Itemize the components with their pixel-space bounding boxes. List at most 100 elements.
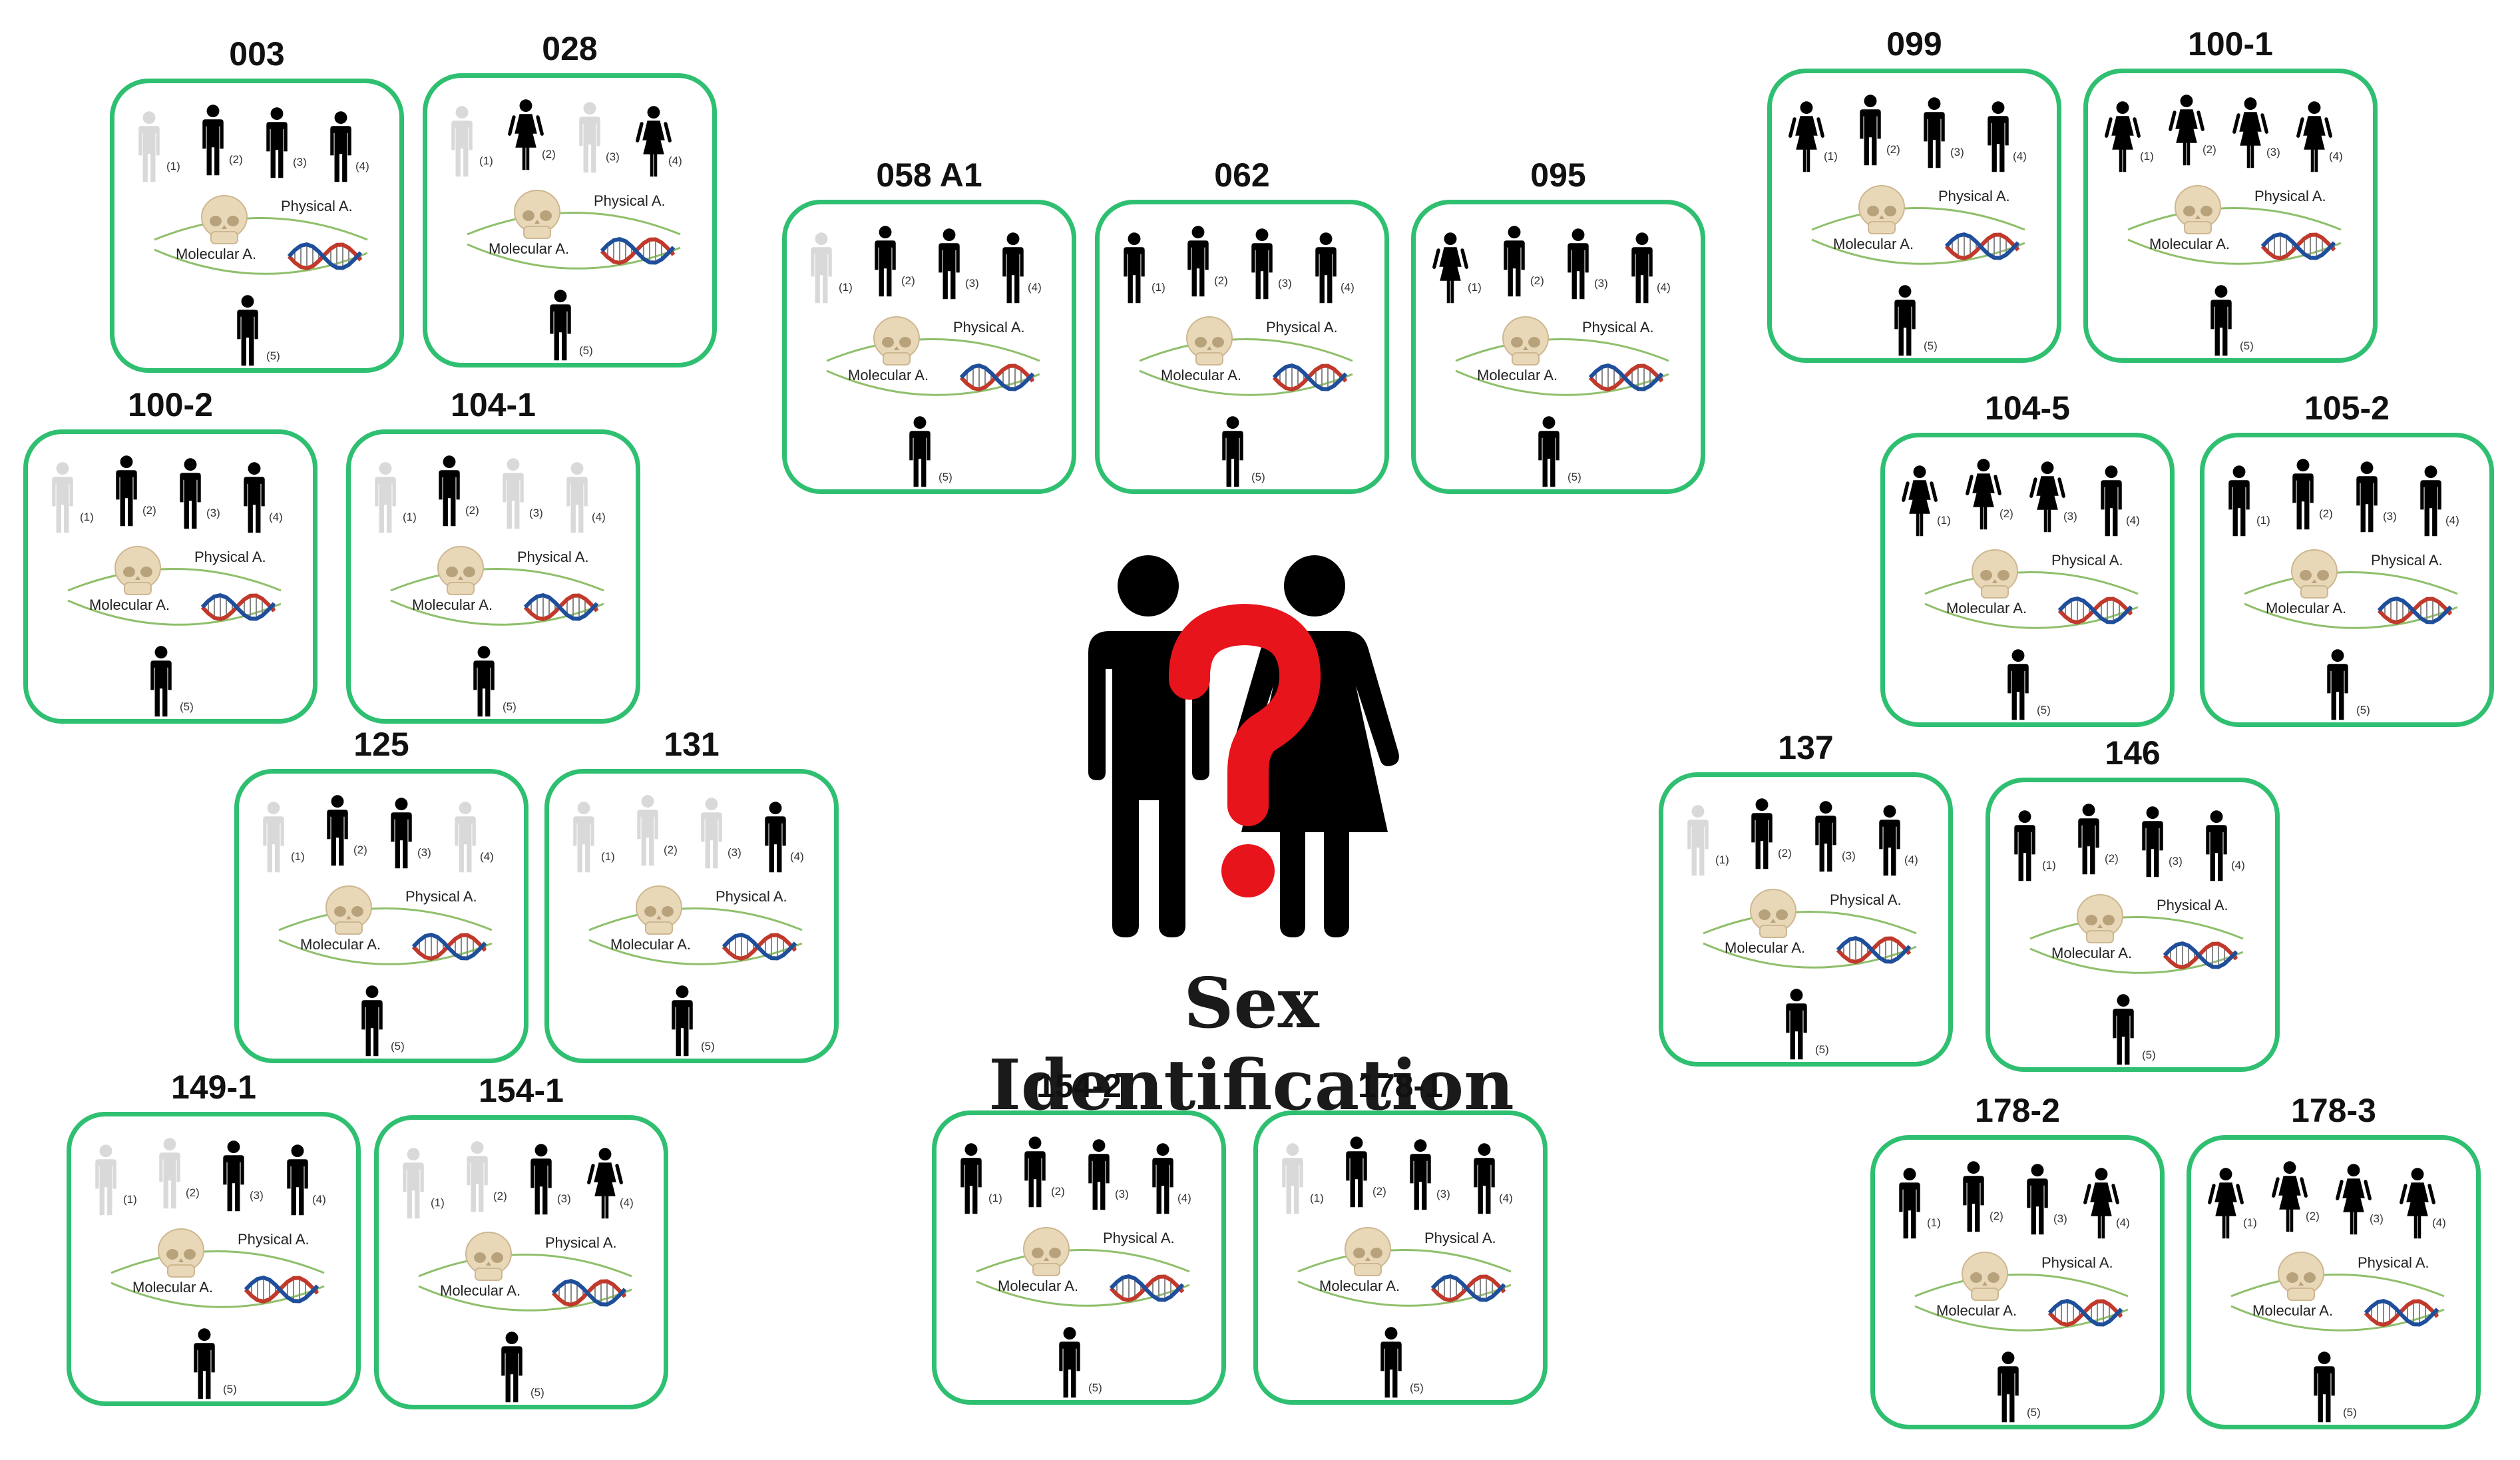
figure-number: (4) — [2126, 514, 2140, 527]
sample-box: (1)(2)(3)(4)Physical A.Molecular A.(5) — [2083, 69, 2378, 363]
molecular-arc — [2244, 603, 2458, 629]
person-icon — [2105, 101, 2141, 172]
sample-graphic: (1)(2)(3)(4)Physical A.Molecular A.(5) — [1282, 1136, 1513, 1398]
physical-label: Physical A. — [953, 319, 1025, 336]
couple-question-graphic — [1088, 555, 1399, 937]
person-icon — [244, 462, 265, 533]
person-icon — [237, 295, 258, 366]
sample-graphic: (1)(2)(3)(4)Physical A.Molecular A.(5) — [960, 1136, 1191, 1398]
person-icon — [2083, 1168, 2119, 1239]
sample-panel: 104-1 (1)(2)(3)(4)Physical A.Molecular A.… — [346, 386, 640, 724]
sample-graphic: (1)(2)(3)(4)Physical A.Molecular A.(5) — [1788, 95, 2027, 356]
sample-panel: 178-2(1)(2)(3)(4)Physical A.Molecular A.… — [1870, 1092, 2165, 1429]
person-icon — [1474, 1143, 1495, 1214]
physical-arc — [2029, 916, 2244, 940]
sample-panel: 062(1)(2)(3)(4)Physical A.Molecular A.(5… — [1095, 156, 1389, 494]
figure-number: (4) — [355, 160, 369, 172]
person-icon — [811, 232, 832, 304]
figure-number: (2) — [1530, 274, 1544, 287]
physical-label: Physical A. — [1582, 319, 1654, 336]
person-icon — [1088, 1139, 1110, 1210]
physical-label: Physical A. — [281, 198, 353, 214]
sample-panel: 125(1)(2)(3)(4)Physical A.Molecular A.(5… — [234, 726, 528, 1063]
sample-panel: 105-2(1)(2)(3)(4)Physical A.Molecular A.… — [2200, 389, 2494, 727]
sample-box: (1)(2)(3)(4)Physical A.Molecular A.(5) — [374, 1115, 668, 1409]
person-icon — [2208, 1168, 2244, 1239]
sample-box: (1)(2)(3)(4)Physical A.Molecular A.(5) — [1253, 1110, 1548, 1405]
physical-arc — [588, 907, 803, 931]
figure-number: (1) — [166, 160, 180, 172]
person-icon — [287, 1144, 308, 1216]
figure-number: (1) — [2243, 1216, 2257, 1229]
central-illustration — [1035, 553, 1434, 945]
figure-number: (3) — [529, 507, 543, 519]
sample-panel: 095(1)(2)(3)(4)Physical A.Molecular A.(5… — [1411, 156, 1705, 494]
figure-number: (3) — [728, 846, 741, 859]
person-icon — [330, 111, 351, 182]
sample-panel: 058 A1(1)(2)(3)(4)Physical A.Molecular A… — [782, 156, 1076, 494]
physical-label: Physical A. — [2157, 897, 2228, 913]
figure-number: (5) — [1088, 1381, 1102, 1394]
figure-number: (2) — [1990, 1210, 2003, 1222]
molecular-arc — [154, 248, 368, 275]
molecular-label: Molecular A. — [1161, 367, 1241, 383]
figure-number: (3) — [206, 507, 220, 519]
figure-number: (1) — [2042, 859, 2056, 871]
person-icon — [550, 290, 571, 361]
skull-icon — [514, 190, 560, 239]
person-icon — [2356, 461, 2378, 533]
skull-icon — [873, 316, 920, 365]
physical-label: Physical A. — [716, 888, 787, 905]
sample-id-label: 149-1 — [171, 1069, 256, 1106]
figure-number: (4) — [1499, 1192, 1513, 1204]
person-icon — [2014, 810, 2035, 881]
dna-helix-icon — [1272, 363, 1348, 392]
person-icon — [1899, 1168, 1920, 1239]
sample-id-label: 146 — [2105, 734, 2161, 772]
dna-helix-icon — [411, 932, 487, 961]
sample-box: (1)(2)(3)(4)Physical A.Molecular A.(5) — [346, 429, 640, 724]
physical-label: Physical A. — [545, 1234, 617, 1251]
sample-box: (1)(2)(3)(4)Physical A.Molecular A.(5) — [423, 73, 717, 367]
person-icon — [1924, 97, 1945, 168]
molecular-arc — [2127, 238, 2342, 265]
person-icon — [501, 1332, 523, 1403]
sample-graphic: (1)(2)(3)(4)Physical A.Molecular A.(5) — [1902, 459, 2140, 720]
person-icon — [939, 228, 960, 300]
figure-number: (3) — [1436, 1188, 1450, 1200]
sample-panel: 178-1(1)(2)(3)(4)Physical A.Molecular A.… — [1253, 1067, 1548, 1405]
person-icon — [2296, 101, 2332, 172]
person-icon — [263, 802, 284, 873]
person-icon — [2232, 97, 2268, 168]
sample-graphic: (1)(2)(3)(4)Physical A.Molecular A.(5) — [52, 455, 283, 717]
figure-number: (4) — [312, 1193, 326, 1206]
molecular-arc — [110, 1282, 325, 1308]
person-icon — [2142, 806, 2163, 877]
sample-graphic: (1)(2)(3)(4)Physical A.Molecular A.(5) — [95, 1138, 326, 1399]
person-icon — [1251, 228, 1273, 300]
person-icon — [2007, 649, 2029, 720]
dna-helix-icon — [959, 363, 1035, 392]
skull-icon — [158, 1228, 204, 1278]
person-icon — [159, 1138, 180, 1209]
figure-number: (4) — [2445, 514, 2459, 527]
figure-number: (3) — [250, 1189, 264, 1202]
molecular-label: Molecular A. — [1946, 600, 2027, 616]
figure-number: (1) — [1927, 1216, 1941, 1229]
physical-arc — [154, 217, 368, 241]
sample-panel: 149-1(1)(2)(3)(4)Physical A.Molecular A.… — [67, 1069, 361, 1406]
sample-box: (1)(2)(3)(4)Physical A.Molecular A.(5) — [1767, 69, 2061, 363]
person-icon — [2272, 1161, 2308, 1232]
molecular-arc — [826, 369, 1040, 396]
person-icon — [327, 795, 348, 866]
person-icon — [1568, 228, 1589, 300]
person-icon — [455, 802, 476, 873]
sample-id-label: 104-1 — [451, 386, 536, 423]
figure-number: (3) — [606, 150, 620, 163]
figure-number: (1) — [291, 850, 305, 863]
person-icon — [1059, 1327, 1080, 1398]
person-icon — [180, 458, 201, 529]
sample-box: (1)(2)(3)(4)Physical A.Molecular A.(5) — [23, 429, 317, 724]
dna-helix-icon — [1109, 1274, 1185, 1303]
figure-number: (2) — [2319, 507, 2333, 520]
